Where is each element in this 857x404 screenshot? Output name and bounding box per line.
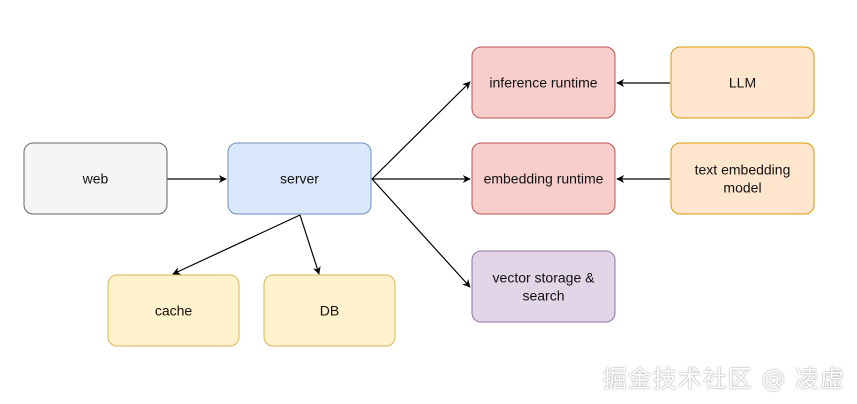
edge-server-to-vector bbox=[371, 178, 471, 288]
watermark-text: 掘金技术社区 @ 凌虚 bbox=[602, 365, 845, 393]
node-server-box bbox=[227, 142, 372, 215]
edge-server-to-cache bbox=[172, 214, 301, 275]
node-web-box bbox=[23, 142, 168, 215]
node-vector-storage: vector storage & search bbox=[471, 250, 616, 323]
edge-server-to-inference bbox=[371, 81, 471, 180]
node-db-box bbox=[263, 274, 396, 347]
node-inference-runtime: inference runtime bbox=[471, 46, 616, 119]
node-llm-box bbox=[670, 46, 815, 119]
node-embedding-runtime: embedding runtime bbox=[471, 142, 616, 215]
node-web: web bbox=[23, 142, 168, 215]
node-server: server bbox=[227, 142, 372, 215]
node-embedding-runtime-label: embedding runtime bbox=[484, 171, 604, 187]
node-embedding-runtime-box bbox=[471, 142, 616, 215]
node-cache-label: cache bbox=[155, 303, 193, 319]
node-vector-storage-label-line2: search bbox=[522, 288, 564, 304]
node-cache-box bbox=[107, 274, 240, 347]
node-inference-runtime-box bbox=[471, 46, 616, 119]
node-inference-runtime-label: inference runtime bbox=[489, 75, 597, 91]
node-vector-storage-label-line1: vector storage & bbox=[493, 270, 596, 286]
edge-server-to-db bbox=[299, 214, 321, 275]
node-text-embedding-model-label-line1: text embedding bbox=[695, 162, 791, 178]
node-llm: LLM bbox=[670, 46, 815, 119]
node-text-embedding-model: text embedding model bbox=[670, 142, 815, 215]
node-db-label: DB bbox=[320, 303, 339, 319]
node-vector-storage-box bbox=[471, 250, 616, 323]
node-text-embedding-model-box bbox=[670, 142, 815, 215]
node-server-label: server bbox=[280, 171, 319, 187]
node-llm-label: LLM bbox=[729, 75, 756, 91]
node-web-label: web bbox=[82, 171, 109, 187]
node-db: DB bbox=[263, 274, 396, 347]
node-cache: cache bbox=[107, 274, 240, 347]
node-text-embedding-model-label-line2: model bbox=[723, 180, 761, 196]
